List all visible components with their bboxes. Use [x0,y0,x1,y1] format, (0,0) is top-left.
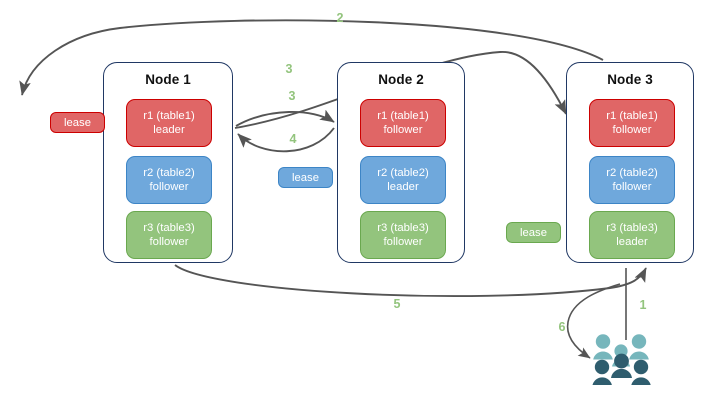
node-1-replica-r3[interactable]: r3 (table3) follower [126,211,212,259]
replica-name: r1 (table1) [377,109,429,122]
node-2-replica-r3[interactable]: r3 (table3) follower [360,211,446,259]
replica-name: r2 (table2) [606,166,658,179]
replica-name: r1 (table1) [606,109,658,122]
replica-role: leader [387,181,419,193]
node-1-title: Node 1 [145,72,191,87]
step-label-2: 2 [336,11,344,25]
replica-name: r3 (table3) [143,221,195,234]
lease-label: lease [63,116,91,129]
replica-name: r3 (table3) [606,221,658,234]
lease-label: lease [519,226,547,239]
node-2-replica-r1[interactable]: r1 (table1) follower [360,99,446,147]
replica-role: follower [149,181,189,193]
replica-role: follower [612,124,652,136]
node-1-replica-r1[interactable]: r1 (table1) leader [126,99,212,147]
lease-label: lease [291,171,319,184]
replica-name: r1 (table1) [143,109,195,122]
step-label-5: 5 [393,297,401,311]
node-3-title: Node 3 [607,72,653,87]
replica-role: leader [616,236,648,248]
node-3-container[interactable]: Node 3 r1 (table1) follower r2 (table2) … [566,62,694,263]
replica-role: follower [383,236,423,248]
arrow-step-3-lower [235,109,335,127]
replica-name: r2 (table2) [143,166,195,179]
node-3-replica-r1[interactable]: r1 (table1) follower [589,99,675,147]
lease-badge-r2[interactable]: lease [278,167,333,188]
step-label-3-upper: 3 [285,62,293,76]
step-label-3-lower: 3 [288,89,296,103]
node-3-replica-r3[interactable]: r3 (table3) leader [589,211,675,259]
node-2-replica-r2[interactable]: r2 (table2) leader [360,156,446,204]
lease-badge-r3[interactable]: lease [506,222,561,243]
node-2-container[interactable]: Node 2 r1 (table1) follower r2 (table2) … [337,62,465,263]
replica-name: r3 (table3) [377,221,429,234]
arrow-step-5 [174,264,647,298]
users-icon [592,334,651,385]
replica-role: follower [149,236,189,248]
lease-badge-r1[interactable]: lease [50,112,105,133]
node-3-replica-r2[interactable]: r2 (table2) follower [589,156,675,204]
node-1-replica-r2[interactable]: r2 (table2) follower [126,156,212,204]
step-label-4: 4 [289,132,297,146]
replica-role: follower [612,181,652,193]
node-1-container[interactable]: Node 1 r1 (table1) leader r2 (table2) fo… [103,62,233,263]
replica-name: r2 (table2) [377,166,429,179]
replica-role: leader [153,124,185,136]
replica-role: follower [383,124,423,136]
step-label-6: 6 [558,320,566,334]
step-label-1: 1 [639,298,647,312]
node-2-title: Node 2 [378,72,424,87]
